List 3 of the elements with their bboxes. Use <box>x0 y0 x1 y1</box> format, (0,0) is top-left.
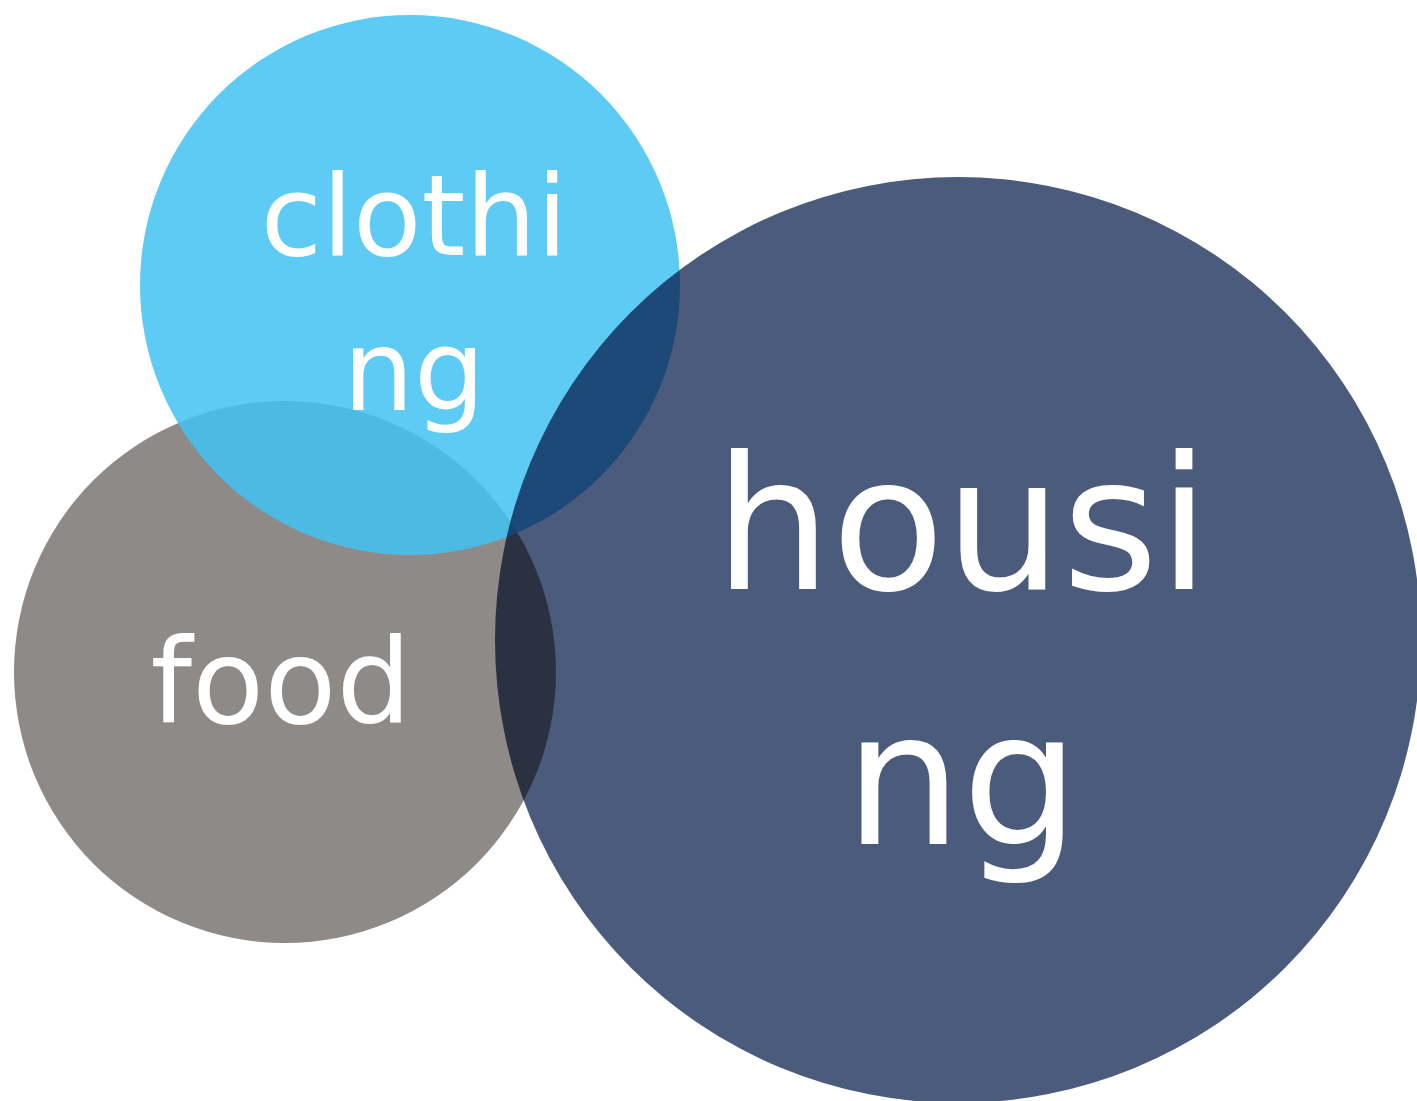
circle-label: food <box>149 612 413 753</box>
circle-label: clothing <box>259 150 569 438</box>
circle-label: housing <box>713 416 1211 890</box>
